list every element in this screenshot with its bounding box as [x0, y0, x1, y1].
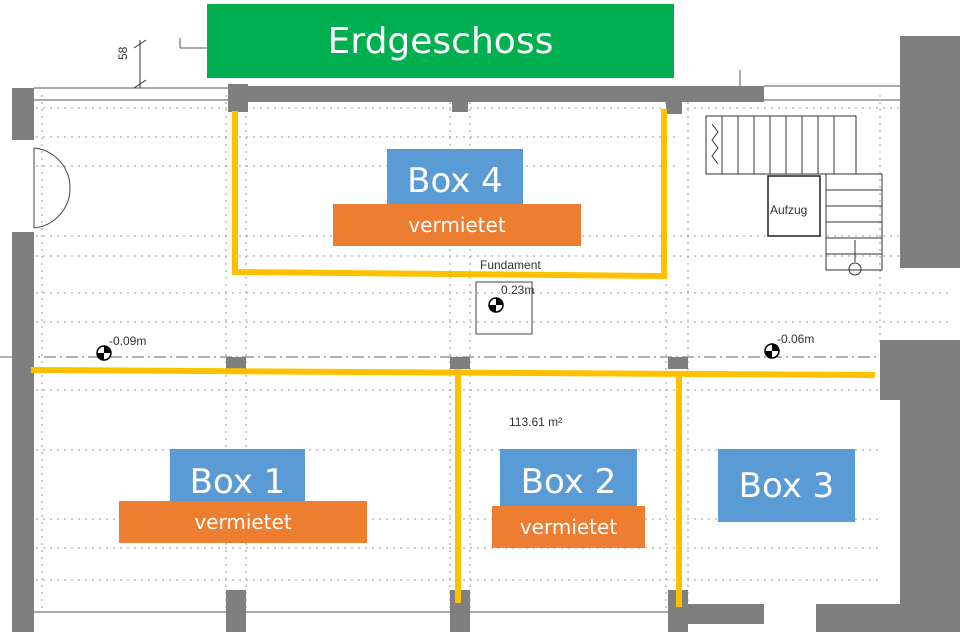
foundation-outline	[475, 281, 533, 335]
elevator-shaft	[767, 175, 821, 237]
box-4-label: Box 4	[387, 149, 523, 213]
fundament-label: Fundament	[480, 258, 541, 272]
box-3-label: Box 3	[718, 449, 855, 522]
level-marker-icon	[764, 343, 780, 359]
door-symbol	[33, 147, 71, 229]
level-label-right: -0.06m	[777, 332, 815, 346]
level-label-center: 0.23m	[501, 283, 535, 297]
level-marker-icon	[96, 345, 112, 361]
floor-title: Erdgeschoss	[207, 4, 674, 78]
dimension-label: 58	[116, 46, 130, 60]
level-marker-icon	[488, 297, 504, 313]
box-2-status: vermietet	[492, 506, 645, 548]
stairs	[705, 115, 883, 276]
box-2-label: Box 2	[500, 449, 637, 514]
dimension-marker	[133, 39, 147, 89]
box-4-status: vermietet	[333, 204, 581, 246]
elevator-label: Aufzug	[770, 203, 808, 217]
area-label: 113.61 m²	[509, 415, 563, 429]
walls	[12, 36, 960, 632]
level-label-left: -0.09m	[109, 334, 147, 348]
box-partitions	[30, 109, 876, 607]
wall-outlines	[34, 38, 900, 613]
box-1-status: vermietet	[119, 501, 367, 543]
